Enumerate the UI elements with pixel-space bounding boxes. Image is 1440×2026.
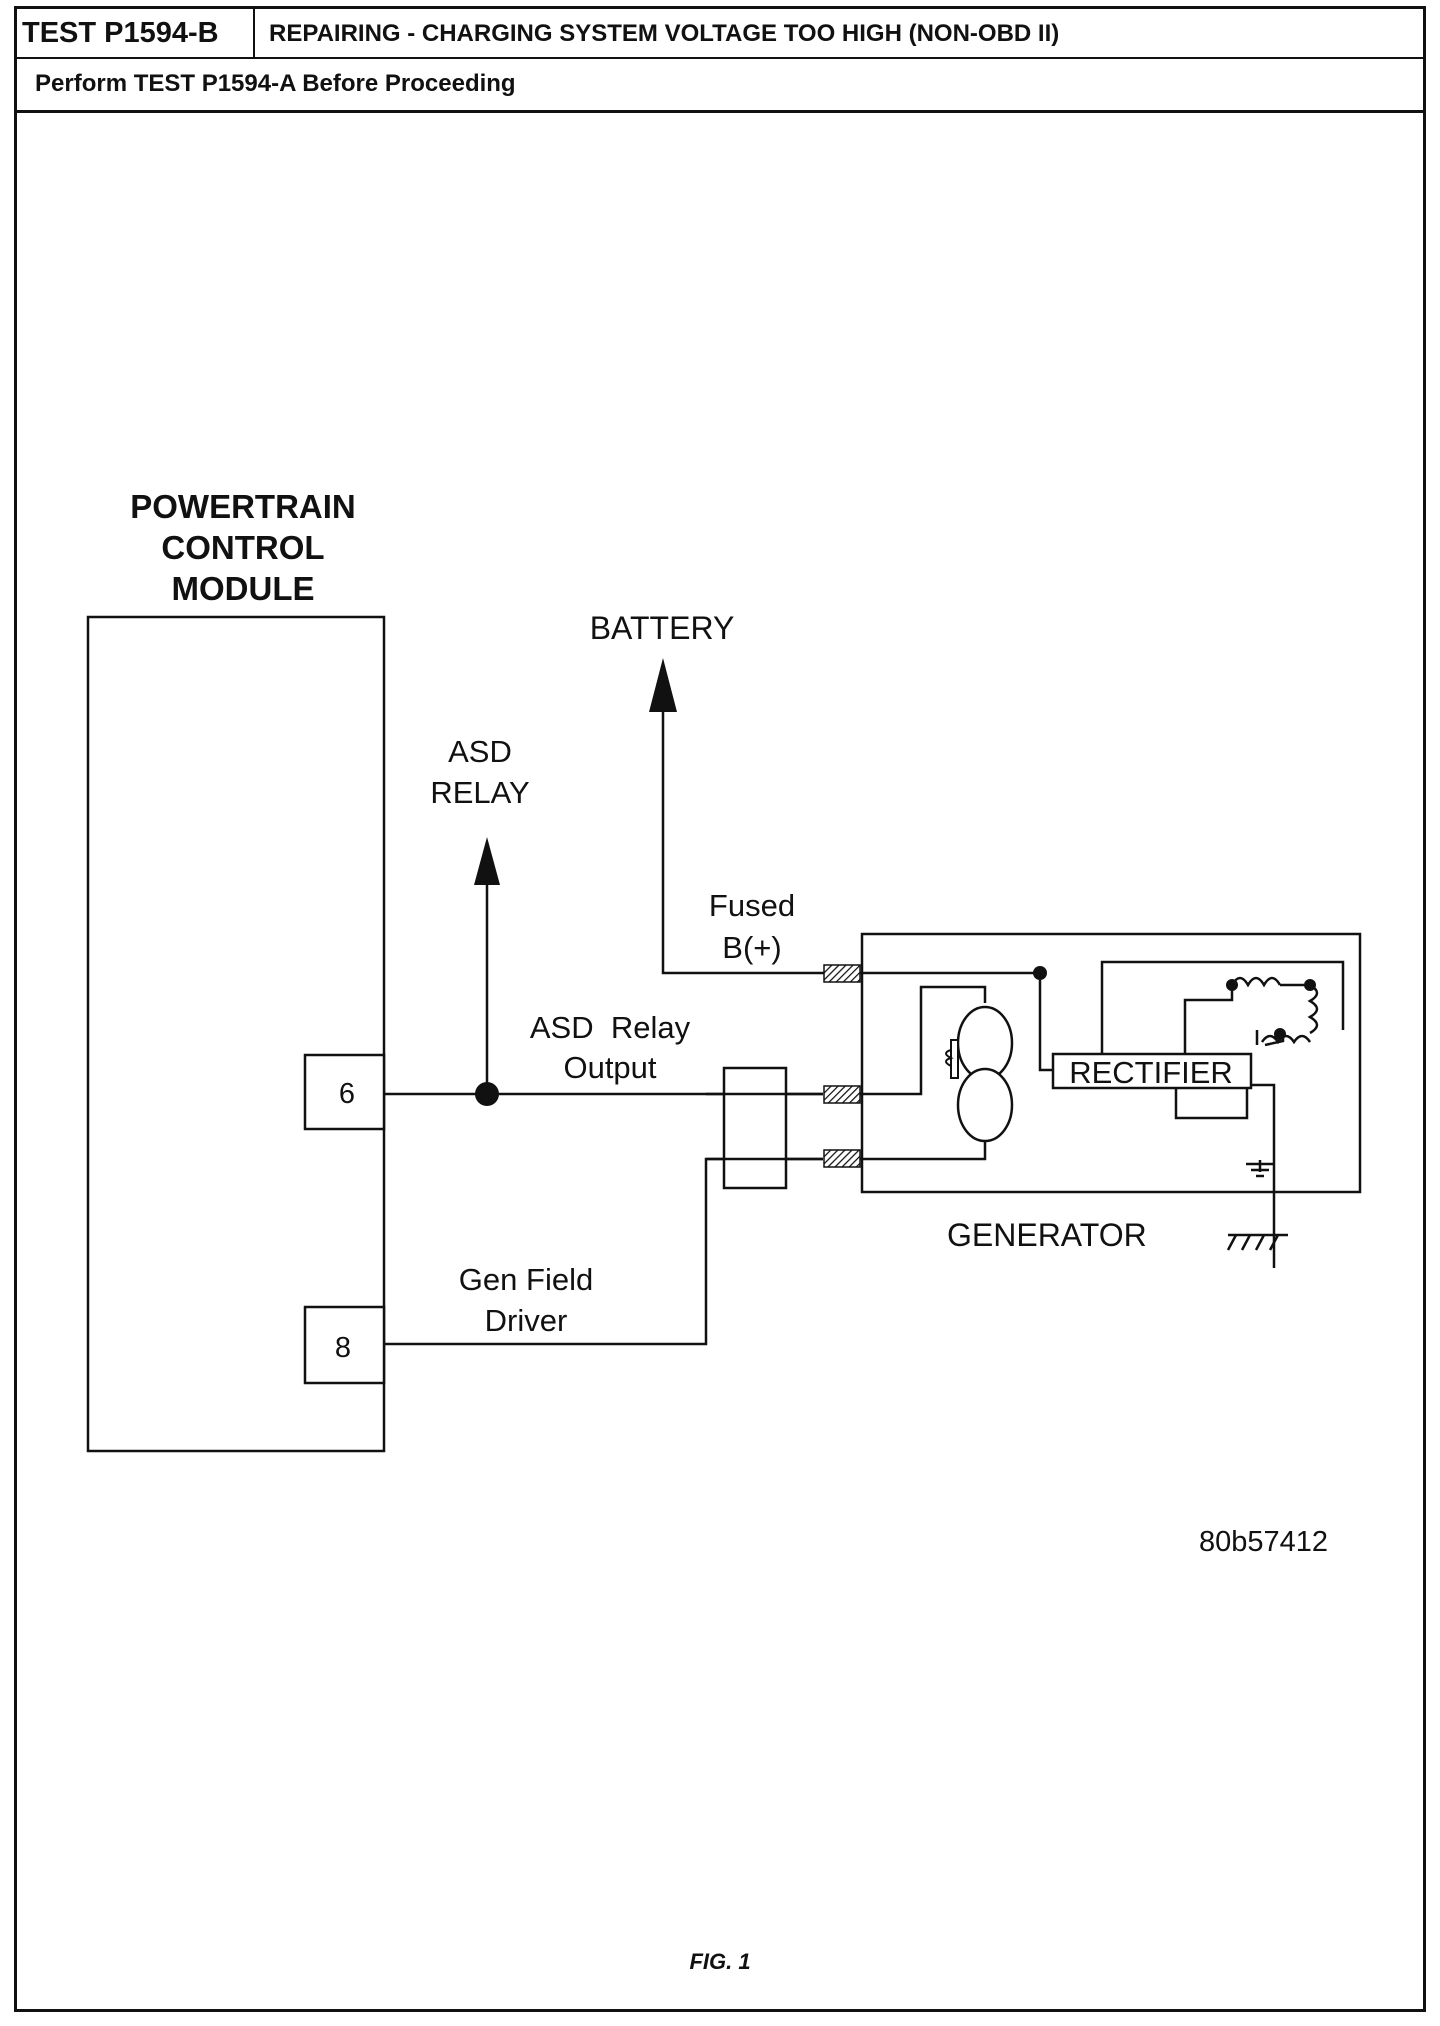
- asd-relay-output-label-line-1: ASD Relay: [530, 1010, 691, 1045]
- generator-box: [860, 932, 1362, 1194]
- powertrain-control-module: POWERTRAIN CONTROL MODULE 6 8: [86, 488, 386, 1453]
- fused-label-line-1: Fused: [709, 888, 795, 923]
- b-plus-terminal: [823, 964, 861, 983]
- module-title-line-1: POWERTRAIN: [130, 488, 356, 525]
- pin-6-box: [303, 1053, 386, 1131]
- fused-label-line-2: B(+): [722, 930, 781, 965]
- generator: RECTIFIER GENERATOR: [823, 932, 1362, 1268]
- module-title-line-2: CONTROL: [161, 529, 324, 566]
- test-sheet: TEST P1594-B REPAIRING - CHARGING SYSTEM…: [14, 6, 1426, 2012]
- asd-relay-label-line-2: RELAY: [430, 775, 529, 810]
- generator-internal-wiring: [860, 960, 1345, 1268]
- test-id: TEST P1594-B: [17, 9, 255, 57]
- brush-assembly-icon: [945, 1005, 1014, 1143]
- module-title-line-3: MODULE: [172, 570, 315, 607]
- ground-icon: [1246, 1160, 1274, 1178]
- asd-terminal: [823, 1085, 861, 1104]
- stator-winding-icon: [1230, 976, 1319, 1045]
- header-row: TEST P1594-B REPAIRING - CHARGING SYSTEM…: [17, 9, 1423, 59]
- splice-dot: [475, 1082, 499, 1106]
- pin-8-label: 8: [335, 1332, 351, 1364]
- image-code: 80b57412: [1199, 1526, 1328, 1558]
- module-box: [86, 615, 386, 1453]
- asd-relay-output-label-line-2: Output: [563, 1050, 656, 1085]
- winding-dot-1: [1226, 979, 1238, 991]
- battery-arrow-icon: [649, 658, 677, 712]
- battery-label: BATTERY: [590, 610, 735, 646]
- rectifier-label: RECTIFIER: [1069, 1055, 1233, 1090]
- asd-relay-arrow-icon: [474, 837, 500, 885]
- winding-dot-2: [1304, 979, 1316, 991]
- generator-label: GENERATOR: [947, 1217, 1147, 1253]
- prerequisite-row: Perform TEST P1594-A Before Proceeding: [17, 59, 1423, 113]
- winding-dot-3: [1274, 1028, 1286, 1040]
- rectifier-box: [1051, 1052, 1253, 1090]
- gen-field-driver-label-line-1: Gen Field: [459, 1262, 593, 1297]
- asd-relay-label-line-1: ASD: [448, 734, 512, 769]
- field-terminal: [823, 1149, 861, 1168]
- connector-box: [722, 1066, 788, 1190]
- pin-8-box: [303, 1305, 386, 1385]
- fused-b-plus-wire: [661, 695, 824, 975]
- figure-caption: FIG. 1: [689, 1949, 751, 1974]
- chassis-ground-icon: [1226, 1233, 1288, 1251]
- test-title: REPAIRING - CHARGING SYSTEM VOLTAGE TOO …: [269, 20, 1060, 47]
- b-plus-junction-dot: [1033, 966, 1047, 980]
- pin-6-label: 6: [339, 1078, 355, 1110]
- gen-field-driver-label-line-2: Driver: [485, 1303, 568, 1338]
- prerequisite-text: Perform TEST P1594-A Before Proceeding: [35, 70, 516, 97]
